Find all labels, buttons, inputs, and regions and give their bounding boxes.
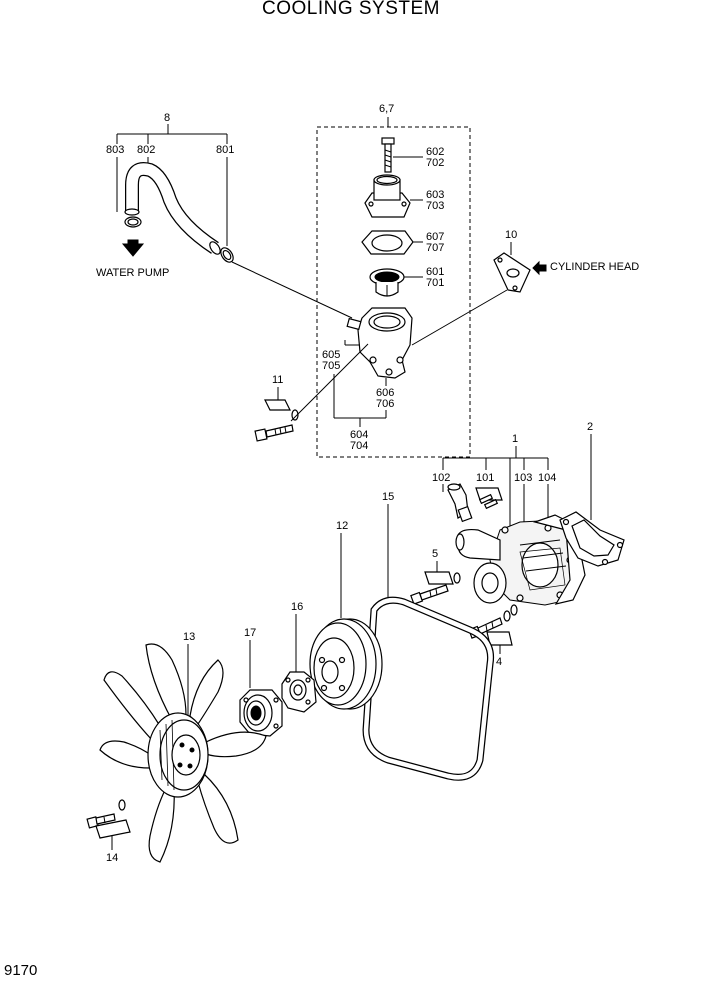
water-pump-body <box>455 519 581 606</box>
bolts-101 <box>478 493 499 510</box>
spacer-16 <box>281 671 317 713</box>
gasket-607 <box>361 230 414 255</box>
hose-802 <box>124 162 221 255</box>
callout-607: 607 <box>426 231 444 243</box>
callout-2: 2 <box>587 421 593 433</box>
assembly-dashed-box <box>316 126 471 458</box>
callout-8: 8 <box>164 112 170 124</box>
callout-4: 4 <box>496 656 502 668</box>
callout-803: 803 <box>106 144 124 156</box>
page-number: 9170 <box>4 962 38 979</box>
callout-15: 15 <box>382 491 394 503</box>
thermostat-601 <box>369 268 405 297</box>
washer-4 <box>503 610 511 622</box>
callout-706: 706 <box>376 398 394 410</box>
callout-14: 14 <box>106 852 118 864</box>
washer-14 <box>118 799 126 811</box>
callout-704: 704 <box>350 440 368 452</box>
callout-604: 604 <box>350 429 368 441</box>
callout-601: 601 <box>426 266 444 278</box>
hose-clamp-801 <box>220 247 234 263</box>
water-pump-label: WATER PUMP <box>96 267 169 279</box>
callout-703: 703 <box>426 200 444 212</box>
callout-5: 5 <box>432 548 438 560</box>
gasket-10 <box>493 252 531 293</box>
gasket-2 <box>559 511 625 567</box>
fitting-102 <box>447 483 473 523</box>
bolt-11 <box>254 424 294 442</box>
bolt-14 <box>86 813 116 829</box>
callout-602: 602 <box>426 146 444 158</box>
callout-10: 10 <box>505 229 517 241</box>
water-pump-arrow-icon <box>121 239 145 257</box>
callout-13: 13 <box>183 631 195 643</box>
washer-11 <box>291 409 299 421</box>
callout-12: 12 <box>336 520 348 532</box>
fan-hub-17 <box>239 689 283 737</box>
thermostat-housing-605 <box>346 307 413 379</box>
callout-102: 102 <box>432 472 450 484</box>
water-outlet-603 <box>364 174 411 218</box>
page-title: COOLING SYSTEM <box>261 0 441 19</box>
v-belt-15 <box>362 596 495 781</box>
callout-605: 605 <box>322 349 340 361</box>
callout-603: 603 <box>426 189 444 201</box>
callout-101: 101 <box>476 472 494 484</box>
callout-707: 707 <box>426 242 444 254</box>
bolt-602 <box>381 137 395 173</box>
callout-104: 104 <box>538 472 556 484</box>
callout-6-7: 6,7 <box>379 103 394 115</box>
cylinder-head-label: CYLINDER HEAD <box>550 261 639 273</box>
callout-801: 801 <box>216 144 234 156</box>
hose-clamp-803 <box>124 216 142 228</box>
fan-13 <box>99 643 267 863</box>
cylinder-head-arrow-icon <box>532 260 547 276</box>
callout-705: 705 <box>322 360 340 372</box>
bolt-5 <box>410 584 449 605</box>
callout-17: 17 <box>244 627 256 639</box>
callout-701: 701 <box>426 277 444 289</box>
callout-11: 11 <box>272 374 283 386</box>
callout-802: 802 <box>137 144 155 156</box>
callout-16: 16 <box>291 601 303 613</box>
pulley-12 <box>309 618 383 710</box>
callout-702: 702 <box>426 157 444 169</box>
callout-606: 606 <box>376 387 394 399</box>
washer-5 <box>453 572 461 584</box>
callout-103: 103 <box>514 472 532 484</box>
callout-1: 1 <box>512 433 518 445</box>
